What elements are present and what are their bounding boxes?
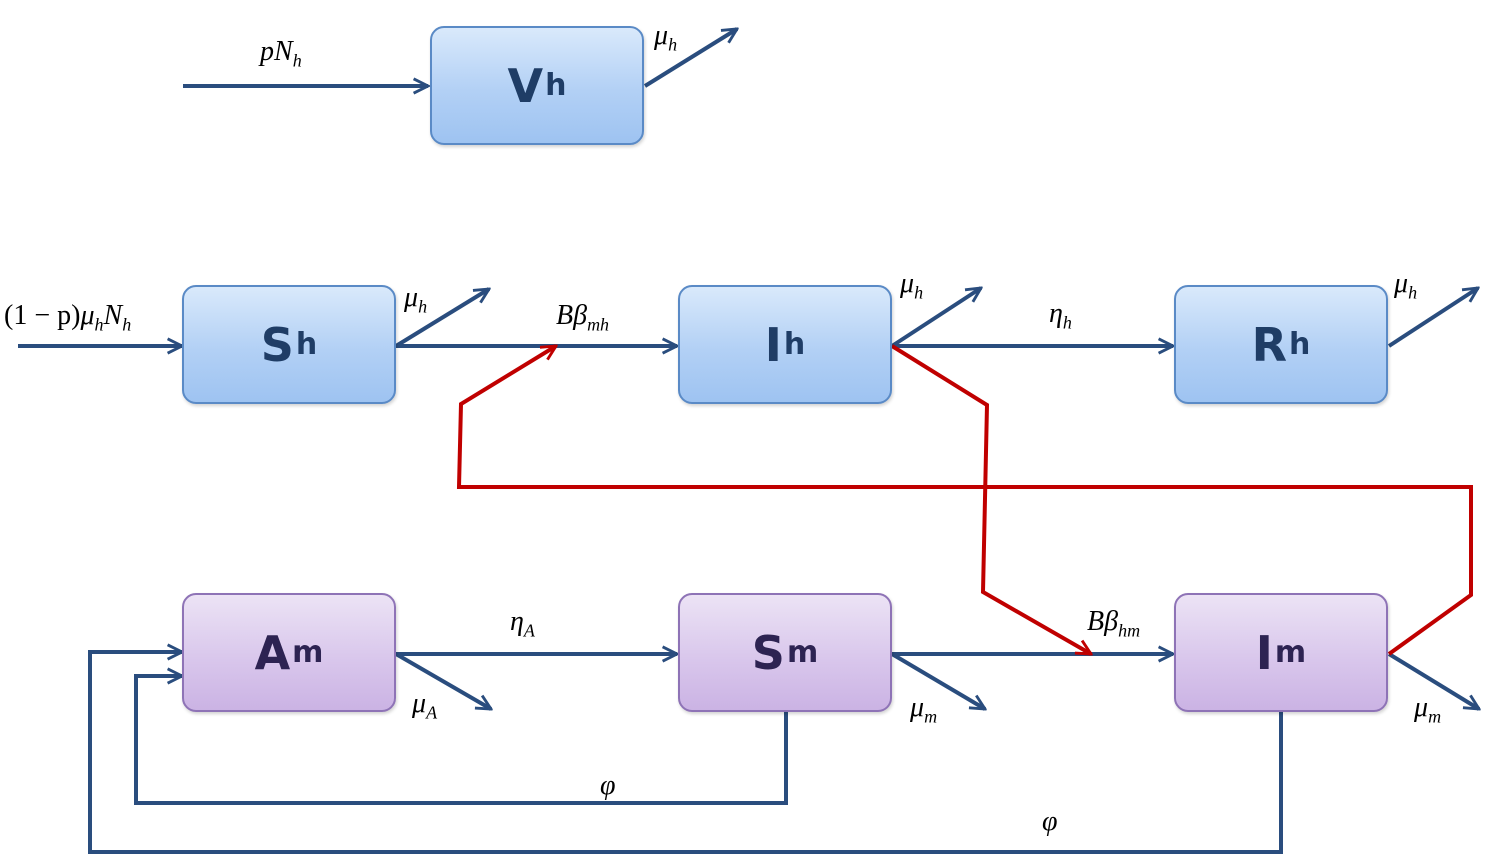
ih-to-mosquito-infection-arrow — [890, 344, 1091, 656]
sm-oviposition-arrow — [134, 676, 788, 805]
sm-death-label: μm — [910, 692, 938, 727]
sm-subscript: m — [786, 634, 819, 670]
ih-death-label: μh — [900, 268, 924, 303]
am-label: A — [254, 625, 291, 680]
vh-label: V — [507, 58, 544, 113]
sm-oviposition-label: φ — [600, 770, 616, 801]
ih-label: I — [764, 317, 782, 372]
im-death-label: μm — [1414, 692, 1442, 727]
im-oviposition-arrow — [88, 652, 1283, 854]
rh-death-arrow — [1387, 288, 1478, 348]
vaccination-inflow-label: pNh — [260, 36, 302, 71]
am-death-label: μA — [412, 688, 438, 723]
vh-subscript: h — [545, 67, 567, 103]
sm-death-arrow — [890, 652, 985, 711]
sm-label: S — [751, 625, 785, 680]
im-label: I — [1255, 625, 1273, 680]
recovery-rate-label: ηh — [1049, 298, 1072, 333]
rh-subscript: h — [1289, 326, 1311, 362]
sh-label: S — [260, 317, 294, 372]
im-death-arrow — [1387, 652, 1479, 711]
rh-death-label: μh — [1394, 268, 1418, 303]
mosquito-infection-rate-label: Bβhm — [1087, 606, 1141, 641]
am-death-arrow — [394, 652, 491, 711]
am-subscript: m — [292, 634, 324, 670]
rh-label: R — [1251, 317, 1288, 372]
ih-death-arrow — [890, 288, 981, 348]
vh-death-arrow — [643, 27, 737, 88]
sh-inflow-label: (1 − p)μhNh — [4, 300, 132, 335]
sh-death-label: μh — [404, 282, 428, 317]
im-to-human-infection-arrow — [456, 344, 1473, 656]
ih-subscript: h — [783, 326, 806, 362]
aquatic-maturation-label: ηA — [510, 606, 535, 641]
sh-subscript: h — [295, 326, 318, 362]
vh-death-label: μh — [654, 20, 678, 55]
im-subscript: m — [1274, 634, 1307, 670]
sh-death-arrow — [394, 287, 489, 348]
im-oviposition-label: φ — [1042, 806, 1058, 837]
human-infection-rate-label: Bβmh — [556, 300, 610, 335]
